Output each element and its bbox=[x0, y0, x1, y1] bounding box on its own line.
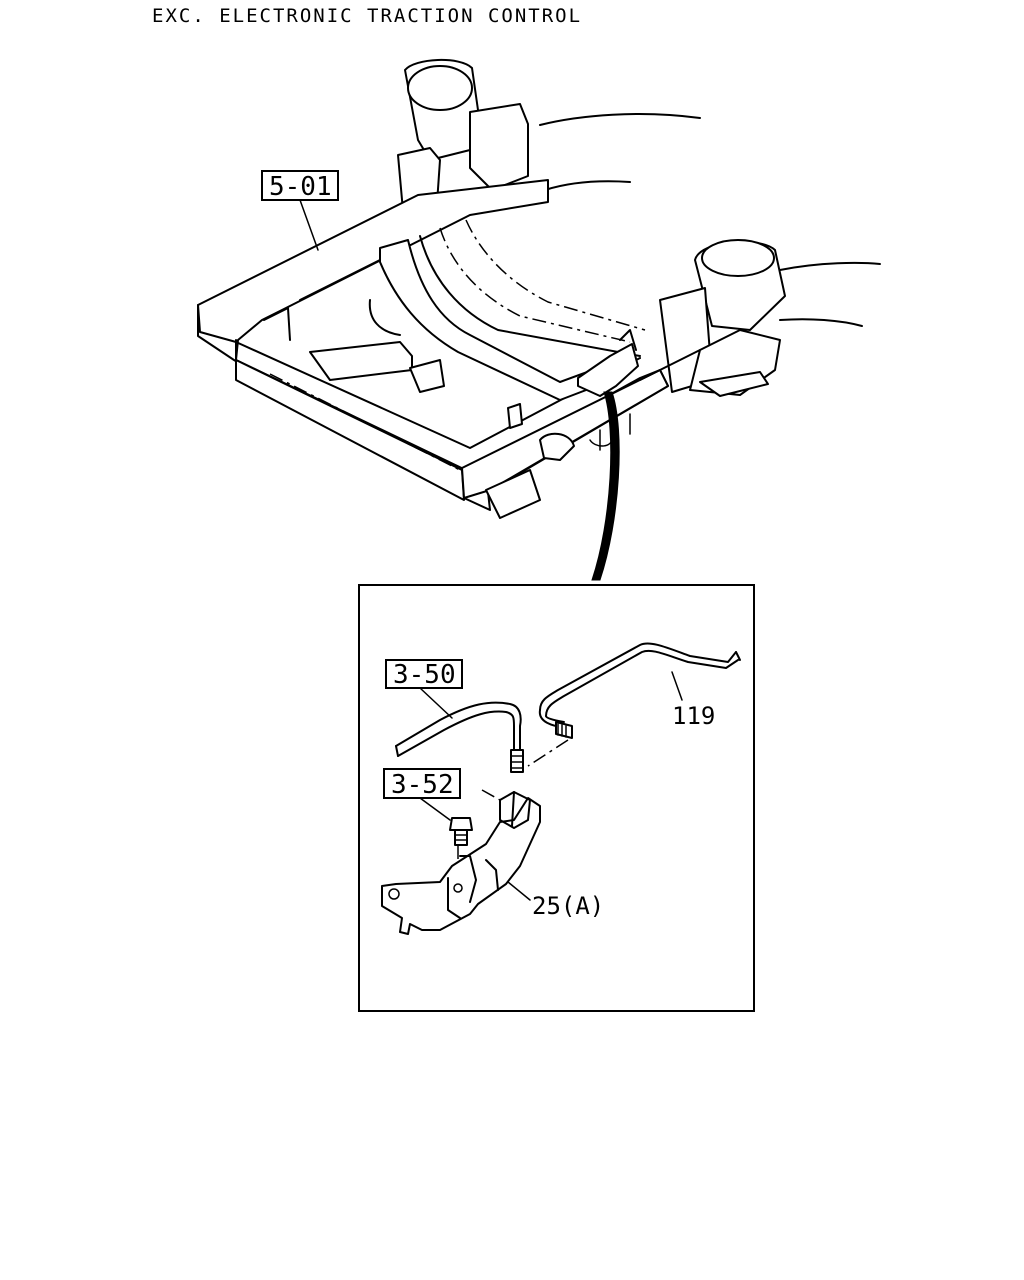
chassis-frame bbox=[197, 58, 881, 519]
label-pipe-119: 119 bbox=[672, 702, 715, 730]
callout-frame-label: 5-01 bbox=[269, 172, 332, 202]
assembly-line-bracket bbox=[481, 789, 501, 801]
callout-bolt-3-52-label: 3-52 bbox=[391, 770, 454, 800]
detail-leader bbox=[591, 391, 620, 581]
label-bracket-25a: 25(A) bbox=[532, 892, 604, 920]
brake-pipe-3-50: 3-50 bbox=[385, 659, 524, 773]
callout-frame: 5-01 bbox=[261, 170, 339, 251]
brake-pipe-119: 119 bbox=[538, 642, 741, 739]
assembly-line-fitting bbox=[527, 739, 569, 767]
bracket-25a: 25(A) bbox=[381, 791, 604, 935]
callout-pipe-3-50-label: 3-50 bbox=[393, 660, 456, 690]
diagram-title: EXC. ELECTRONIC TRACTION CONTROL bbox=[152, 5, 582, 27]
bolt-3-52: 3-52 bbox=[383, 768, 473, 846]
